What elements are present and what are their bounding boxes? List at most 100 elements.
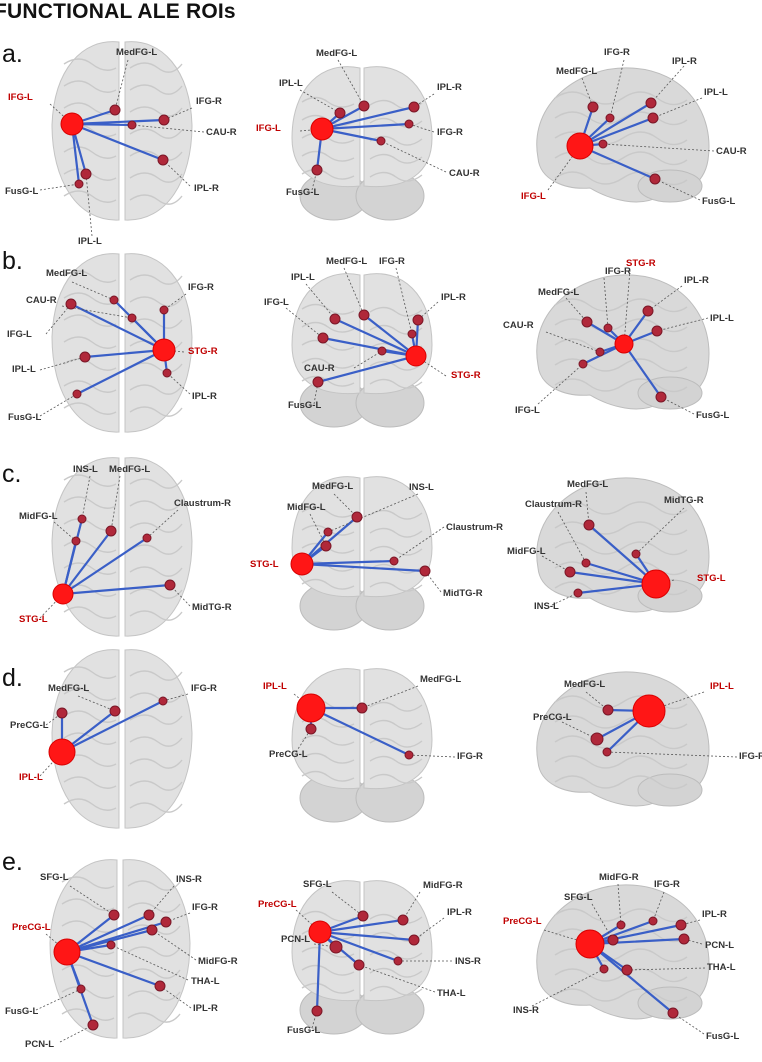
leader-line-midtg-r	[424, 570, 442, 593]
roi-node-ipl-r	[675, 919, 687, 931]
section-label-d: d.	[2, 664, 23, 692]
seed-node-ifg-l	[60, 112, 84, 136]
leader-line-ipl-l	[39, 751, 63, 777]
leader-line-ifg-r	[603, 277, 609, 329]
brain-side-view	[536, 67, 710, 203]
roi-node-tha-l	[106, 940, 116, 950]
roi-node-midfg-r	[616, 920, 626, 930]
roi-node-medfg-l	[109, 705, 121, 717]
roi-node-medfg-l	[602, 704, 614, 716]
roi-node-fusg-l	[72, 389, 82, 399]
leader-line-medfg-l	[585, 491, 590, 526]
roi-label-sfg-l: SFG-L	[40, 872, 69, 883]
roi-node-claustrum-r	[389, 556, 399, 566]
edge-ifg-l-to-ifg-r	[320, 122, 411, 131]
roi-node-ipl-l	[651, 325, 663, 337]
roi-node-medfg-l	[358, 309, 370, 321]
roi-label-fusg-l: FusG-L	[8, 412, 41, 423]
roi-label-tha-l: THA-L	[437, 988, 466, 999]
roi-label-ipl-r: IPL-R	[193, 1003, 218, 1014]
roi-node-ifg-r	[158, 114, 170, 126]
leader-line-midfg-l	[309, 513, 327, 547]
leader-line-midtg-r	[635, 507, 685, 555]
leader-line-stg-l	[39, 593, 64, 619]
roi-node-ipl-r	[157, 154, 169, 166]
leader-line-cau-r	[545, 331, 601, 353]
roi-node-ins-l	[323, 527, 333, 537]
roi-node-ins-r	[599, 964, 609, 974]
leader-line-ipl-r	[650, 65, 685, 104]
roi-node-precg-l	[56, 707, 68, 719]
roi-node-ipl-r	[642, 305, 654, 317]
leader-line-ipl-r	[417, 301, 439, 321]
roi-label-ifg-l: IFG-L	[8, 92, 33, 103]
roi-node-midfg-l	[320, 540, 332, 552]
roi-node-fusg-l	[311, 164, 323, 176]
section-label-a: a.	[2, 40, 23, 68]
roi-node-sfg-l	[357, 910, 369, 922]
roi-node-ifg-r	[404, 119, 414, 129]
roi-node-midfg-r	[146, 924, 158, 936]
leader-line-claustrum-r	[557, 511, 587, 564]
roi-label-ipl-r: IPL-R	[441, 292, 466, 303]
roi-label-medfg-l: MedFG-L	[326, 256, 367, 267]
roi-label-ipl-r: IPL-R	[437, 82, 462, 93]
roi-label-stg-l: STG-L	[250, 559, 279, 570]
roi-node-ins-r	[393, 956, 403, 966]
roi-label-midfg-r: MidFG-R	[423, 880, 463, 891]
roi-label-cau-r: CAU-R	[716, 146, 747, 157]
leader-line-ifg-r	[652, 891, 665, 922]
edge-stg-l-to-midtg-r	[300, 562, 427, 573]
roi-node-pcn-l	[678, 933, 690, 945]
leader-line-midfg-r	[402, 891, 421, 921]
seed-node-precg-l	[53, 938, 81, 966]
leader-line-ipl-l	[656, 317, 709, 332]
roi-node-pcn-l	[87, 1019, 99, 1031]
roi-label-ins-l: INS-L	[534, 601, 559, 612]
roi-node-sfg-l	[108, 909, 120, 921]
brain-side-view	[536, 671, 710, 807]
roi-label-pcn-l: PCN-L	[705, 940, 734, 951]
edge-precg-l-to-ipl-r	[65, 950, 162, 988]
roi-label-cau-r: CAU-R	[449, 168, 480, 179]
roi-label-claustrum-r: Claustrum-R	[446, 522, 503, 533]
seed-node-ifg-l	[310, 117, 334, 141]
edge-precg-l-to-ins-r	[318, 930, 400, 963]
roi-label-ipl-r: IPL-R	[192, 391, 217, 402]
leader-line-ifg-r	[163, 293, 187, 311]
leader-line-medfg-l	[565, 297, 588, 323]
roi-node-fusg-l	[312, 376, 324, 388]
leader-line-medfg-l	[343, 267, 365, 316]
section-label-c: c.	[2, 460, 22, 488]
roi-label-fusg-l: FusG-L	[5, 1006, 38, 1017]
roi-label-ins-r: INS-R	[513, 1005, 539, 1016]
edge-stg-r-to-ipl-l	[83, 348, 166, 359]
edge-ifg-l-to-ipl-r	[70, 122, 165, 162]
edge-precg-l-to-fusg-l	[588, 942, 675, 1015]
roi-label-medfg-l: MedFG-L	[48, 683, 89, 694]
leader-line-tha-l	[358, 964, 436, 993]
leader-line-sfg-l	[69, 885, 115, 916]
roi-label-ifg-r: IFG-R	[605, 266, 631, 277]
roi-node-medfg-l	[356, 702, 368, 714]
roi-label-pcn-l: PCN-L	[281, 934, 310, 945]
roi-label-midtg-r: MidTG-R	[664, 495, 704, 506]
roi-node-medfg-l	[351, 511, 363, 523]
roi-node-fusg-l	[311, 1005, 323, 1017]
roi-label-stg-r: STG-R	[626, 258, 656, 269]
roi-label-medfg-l: MedFG-L	[316, 48, 357, 59]
roi-label-ifg-r: IFG-R	[191, 683, 217, 694]
roi-node-ipl-l	[80, 168, 92, 180]
leader-line-fusg-l	[35, 988, 82, 1011]
roi-node-cau-r	[127, 313, 137, 323]
edge-ifg-l-to-ipl-r	[578, 101, 653, 148]
roi-node-claustrum-r	[581, 558, 591, 568]
leader-line-medfg-l	[114, 59, 129, 111]
seed-node-stg-l	[641, 569, 671, 599]
roi-node-cau-r	[377, 346, 387, 356]
